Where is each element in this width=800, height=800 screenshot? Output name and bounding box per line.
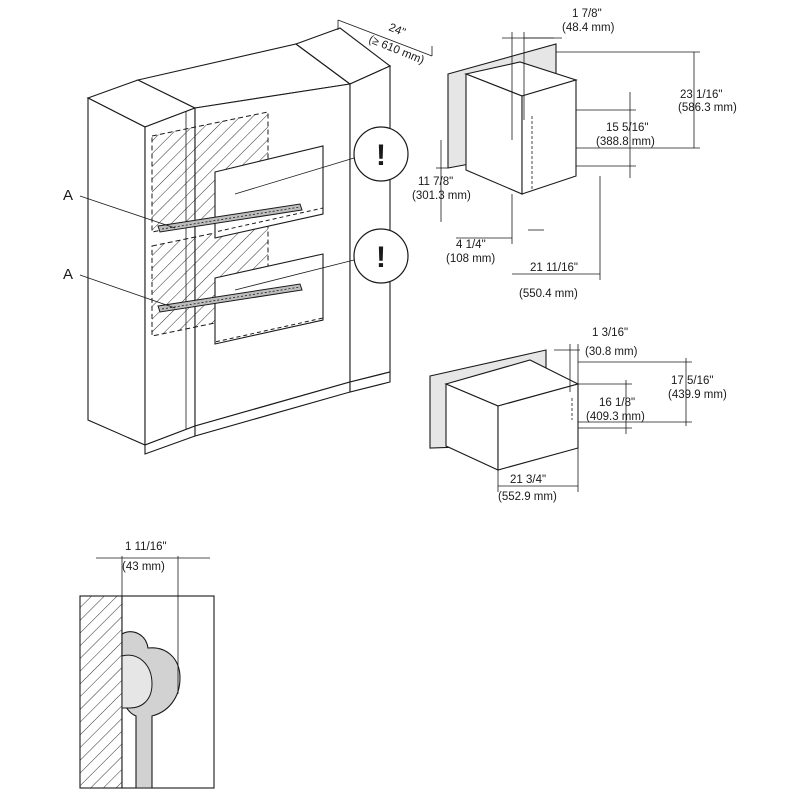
lower-appliance — [429, 349, 580, 471]
svg-text:(108 mm): (108 mm) — [446, 253, 495, 265]
dim-detail-in: 1 11/16" — [125, 541, 167, 553]
dim-upper-front-depth: 1 7/8" (48.4 mm) — [502, 8, 615, 140]
svg-text:(388.8 mm): (388.8 mm) — [596, 136, 655, 148]
svg-text:24": 24" — [387, 22, 407, 39]
dim-lower-inner-height: 16 1/8" (409.3 mm) — [578, 380, 645, 434]
svg-text:(552.9 mm): (552.9 mm) — [498, 491, 557, 503]
svg-text:(30.8 mm): (30.8 mm) — [585, 346, 638, 358]
svg-text:21 3/4": 21 3/4" — [510, 474, 546, 486]
svg-text:16 1/8": 16 1/8" — [599, 397, 635, 409]
svg-text:15 5/16": 15 5/16" — [606, 122, 648, 134]
svg-text:1 3/16": 1 3/16" — [592, 327, 628, 339]
svg-text:1 7/8": 1 7/8" — [572, 8, 602, 20]
svg-text:!: ! — [376, 241, 386, 274]
upper-appliance — [447, 43, 578, 195]
svg-text:11 7/8": 11 7/8" — [418, 176, 453, 188]
svg-text:4 1/4": 4 1/4" — [456, 239, 486, 251]
dim-lower-depth: 21 3/4" (552.9 mm) — [497, 448, 579, 503]
svg-text:21 11/16": 21 11/16" — [530, 262, 578, 274]
detail-view — [79, 556, 215, 789]
svg-text:17 5/16": 17 5/16" — [671, 375, 713, 387]
dim-upper-height: 23 1/16" (586.3 mm) — [556, 51, 737, 149]
dim-upper-left-height: 11 7/8" (301.3 mm) — [412, 140, 471, 222]
svg-text:!: ! — [376, 139, 386, 172]
detail-wall-hatch — [79, 595, 123, 789]
svg-text:(550.4 mm): (550.4 mm) — [519, 288, 578, 300]
dim-detail-mm: (43 mm) — [122, 561, 165, 573]
callout-a-upper: A — [63, 187, 73, 204]
dim-upper-inner-height: 15 5/16" (388.8 mm) — [576, 92, 655, 178]
dim-upper-side: 4 1/4" (108 mm) — [446, 194, 544, 265]
svg-text:23 1/16": 23 1/16" — [680, 89, 722, 101]
svg-text:(439.9 mm): (439.9 mm) — [668, 389, 727, 401]
svg-text:(409.3 mm): (409.3 mm) — [586, 411, 645, 423]
dim-lower-front-depth: 1 3/16" (30.8 mm) — [554, 327, 638, 392]
warning-icon-upper: ! — [353, 126, 409, 182]
cabinet-assembly — [86, 27, 392, 455]
svg-text:(586.3 mm): (586.3 mm) — [678, 102, 737, 114]
dim-upper-depth: 21 11/16" (550.4 mm) — [512, 176, 601, 300]
svg-text:(301.3 mm): (301.3 mm) — [412, 190, 471, 202]
warning-icon-lower: ! — [353, 228, 409, 284]
callout-a-lower: A — [63, 266, 73, 283]
svg-text:(48.4 mm): (48.4 mm) — [562, 22, 615, 34]
dim-lower-height: 17 5/16" (439.9 mm) — [578, 358, 727, 426]
